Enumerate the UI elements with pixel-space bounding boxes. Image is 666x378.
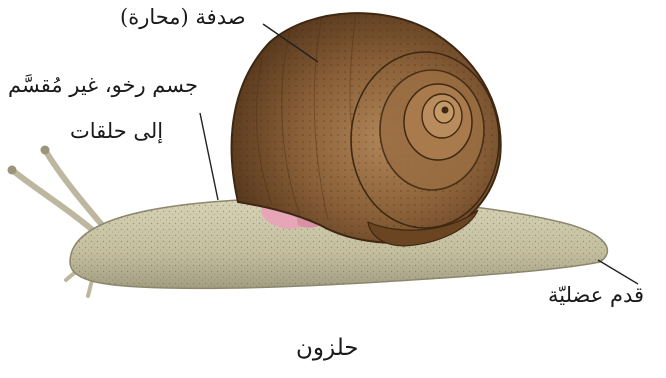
label-soft-body-line2: إلى حلقات (70, 118, 163, 144)
foot-leader-line (598, 260, 638, 284)
label-shell: صدفة (محارة) (120, 4, 246, 30)
label-muscular-foot: قدم عضليّة (548, 282, 644, 308)
diagram-caption: حلزون (296, 334, 359, 363)
body-leader-line (200, 113, 218, 200)
label-soft-body-line1: جسم رخو، غير مُقسَّم (8, 72, 198, 98)
